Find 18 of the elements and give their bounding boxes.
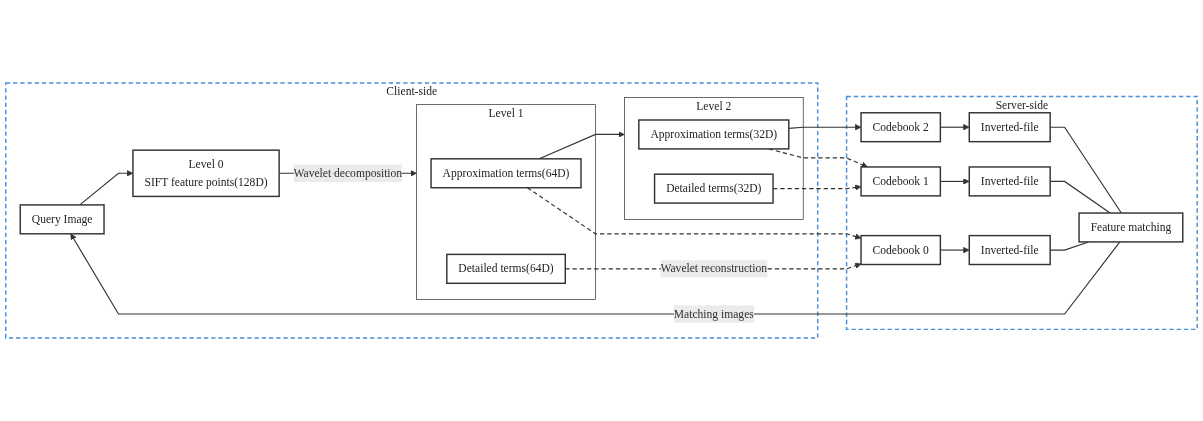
node-box: Codebook 0 <box>860 234 942 266</box>
node-box: Codebook 2 <box>860 112 942 143</box>
node-box: Level 0 SIFT feature points(128D) <box>132 149 280 198</box>
edge-label: Wavelet decomposition <box>293 166 403 180</box>
node-box: Query Image <box>19 204 105 235</box>
arrow <box>788 124 862 131</box>
node-box: Inverted-file <box>968 234 1051 266</box>
node-box: Inverted-file <box>968 166 1051 197</box>
node-box: Approximation terms(32D) <box>638 119 790 150</box>
node-box: Feature matching <box>1078 212 1184 243</box>
node-box: Codebook 1 <box>860 166 942 197</box>
edge-label: Matching images <box>673 307 754 320</box>
node-box: Approximation terms(64D) <box>430 158 582 189</box>
node-box: Inverted-file <box>968 112 1051 143</box>
node-box: Detailed terms(32D) <box>653 173 774 204</box>
node-box: Detailed terms(64D) <box>446 253 566 285</box>
arrow <box>526 187 862 240</box>
edge-label: Wavelet reconstruction <box>660 262 768 275</box>
